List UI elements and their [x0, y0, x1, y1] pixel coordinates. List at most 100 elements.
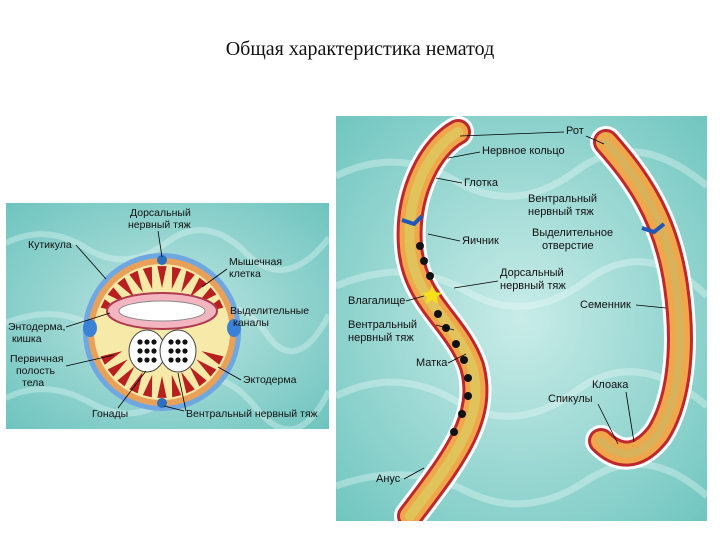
svg-text:Дорсальный: Дорсальный — [130, 207, 191, 219]
label-body-cavity: Первичная полость тела — [10, 353, 115, 389]
muscle-cell-shape — [189, 366, 207, 387]
muscle-cell-shape — [181, 270, 195, 293]
gonad-cell — [168, 348, 174, 354]
svg-text:Энтодерма,: Энтодерма, — [8, 321, 65, 333]
label-uterus: Матка — [416, 353, 467, 369]
label-gonads: Гонады — [92, 370, 147, 420]
gonad-cell — [168, 357, 174, 363]
svg-text:кишка: кишка — [12, 333, 42, 345]
gonad-cell — [175, 339, 181, 345]
gonad-cell — [137, 348, 143, 354]
label-mouth: Рот — [459, 125, 605, 145]
label-spicules: Спикулы — [548, 393, 619, 445]
gonad-cell — [175, 357, 181, 363]
gonad-cell — [151, 348, 157, 354]
egg — [426, 272, 434, 280]
svg-text:Матка: Матка — [416, 357, 448, 369]
muscle-cell-shape — [107, 359, 128, 377]
svg-text:каналы: каналы — [233, 317, 269, 329]
label-muscle-cell: Мышечная клетка — [201, 256, 282, 288]
male-worm — [585, 126, 696, 470]
label-dorsal-nerve-body: Дорсальный нервный тяж — [453, 267, 566, 292]
gonad-cell — [182, 339, 188, 345]
svg-text:полость: полость — [16, 365, 55, 377]
svg-text:Вентральный: Вентральный — [348, 319, 417, 331]
svg-text:Вентральный нервный тяж: Вентральный нервный тяж — [186, 408, 318, 420]
muscle-cell-shape — [117, 277, 135, 298]
svg-text:Нервное кольцо: Нервное кольцо — [482, 145, 565, 157]
svg-text:Яичник: Яичник — [462, 235, 499, 247]
muscle-cell-shape — [129, 371, 143, 394]
label-nerve-ring: Нервное кольцо — [447, 145, 565, 159]
gonad-cell — [137, 339, 143, 345]
label-anus: Анус — [376, 467, 425, 485]
svg-text:нервный тяж: нервный тяж — [528, 206, 594, 218]
muscle-cell-shape — [100, 351, 123, 365]
egg — [464, 374, 472, 382]
svg-text:Вентральный: Вентральный — [528, 193, 597, 205]
svg-text:Выделительные: Выделительные — [230, 305, 309, 317]
egg — [452, 340, 460, 348]
label-ventral-nerve-female: Вентральный нервный тяж — [348, 319, 455, 344]
gonad-cell — [175, 348, 181, 354]
egg — [420, 257, 428, 265]
label-ovary: Яичник — [427, 233, 499, 247]
egg — [416, 242, 424, 250]
egg — [460, 356, 468, 364]
muscle-cell-shape — [171, 374, 182, 398]
muscle-cell-shape — [142, 374, 153, 398]
svg-text:нервный тяж: нервный тяж — [500, 280, 566, 292]
egg — [450, 428, 458, 436]
label-cuticle: Кутикула — [28, 239, 107, 280]
label-testis: Семенник — [580, 299, 667, 311]
muscle-cell-shape — [189, 277, 207, 298]
body-panel: Рот Нервное кольцо Глотка Вентральный не… — [336, 116, 707, 521]
muscle-cell-shape — [117, 366, 135, 387]
label-excretory-canals: Выделительные каналы — [230, 305, 309, 329]
gonad-cell — [151, 339, 157, 345]
svg-text:тела: тела — [22, 377, 44, 389]
label-pharynx: Глотка — [435, 177, 499, 189]
label-dorsal-nerve: Дорсальный нервный тяж — [128, 207, 191, 258]
svg-text:Спикулы: Спикулы — [548, 393, 593, 405]
gonad-cell — [168, 339, 174, 345]
muscle-cell-shape — [142, 266, 153, 290]
svg-text:Мышечная: Мышечная — [229, 256, 282, 268]
svg-text:Выделительное: Выделительное — [532, 227, 613, 239]
svg-text:отверстие: отверстие — [542, 240, 594, 252]
label-endoderm: Энтодерма, кишка — [8, 312, 111, 345]
gonad-cell — [182, 348, 188, 354]
svg-text:нервный тяж: нервный тяж — [128, 219, 191, 231]
gonad-cell — [182, 357, 188, 363]
gonad-cell — [151, 357, 157, 363]
muscle-cell-shape — [129, 270, 143, 293]
cross-section-panel: Дорсальный нервный тяж Кутикула Мышечная… — [6, 203, 329, 429]
svg-text:Эктодерма: Эктодерма — [243, 374, 297, 386]
svg-text:Кутикула: Кутикула — [28, 239, 72, 251]
label-ventral-nerve: Вентральный нервный тяж — [163, 372, 318, 420]
muscle-cell-shape — [171, 266, 182, 290]
egg — [458, 410, 466, 418]
cross-section-body — [83, 253, 241, 411]
label-vagina: Влагалище — [348, 295, 425, 307]
label-ectoderm: Эктодерма — [217, 366, 297, 386]
svg-text:Рот: Рот — [566, 125, 584, 137]
muscle-cell-shape — [157, 266, 167, 288]
gonad-cell — [137, 357, 143, 363]
svg-text:Дорсальный: Дорсальный — [500, 267, 564, 279]
egg — [434, 310, 442, 318]
svg-text:Влагалище: Влагалище — [348, 295, 405, 307]
svg-text:нервный тяж: нервный тяж — [348, 332, 414, 344]
gonad-cell — [144, 339, 150, 345]
svg-text:Гонады: Гонады — [92, 408, 128, 420]
svg-text:Анус: Анус — [376, 473, 401, 485]
muscle-cell-shape — [196, 359, 217, 377]
female-worm — [393, 116, 492, 521]
muscle-cell-shape — [181, 371, 195, 394]
gonad-cell — [144, 348, 150, 354]
label-ventral-nerve-male: Вентральный нервный тяж — [528, 193, 597, 218]
label-excretory-pore: Выделительное отверстие — [532, 227, 613, 252]
muscle-cell-shape — [157, 376, 167, 398]
cross-section-diagram: Дорсальный нервный тяж Кутикула Мышечная… — [6, 203, 329, 429]
label-cloaca: Клоака — [592, 379, 635, 443]
